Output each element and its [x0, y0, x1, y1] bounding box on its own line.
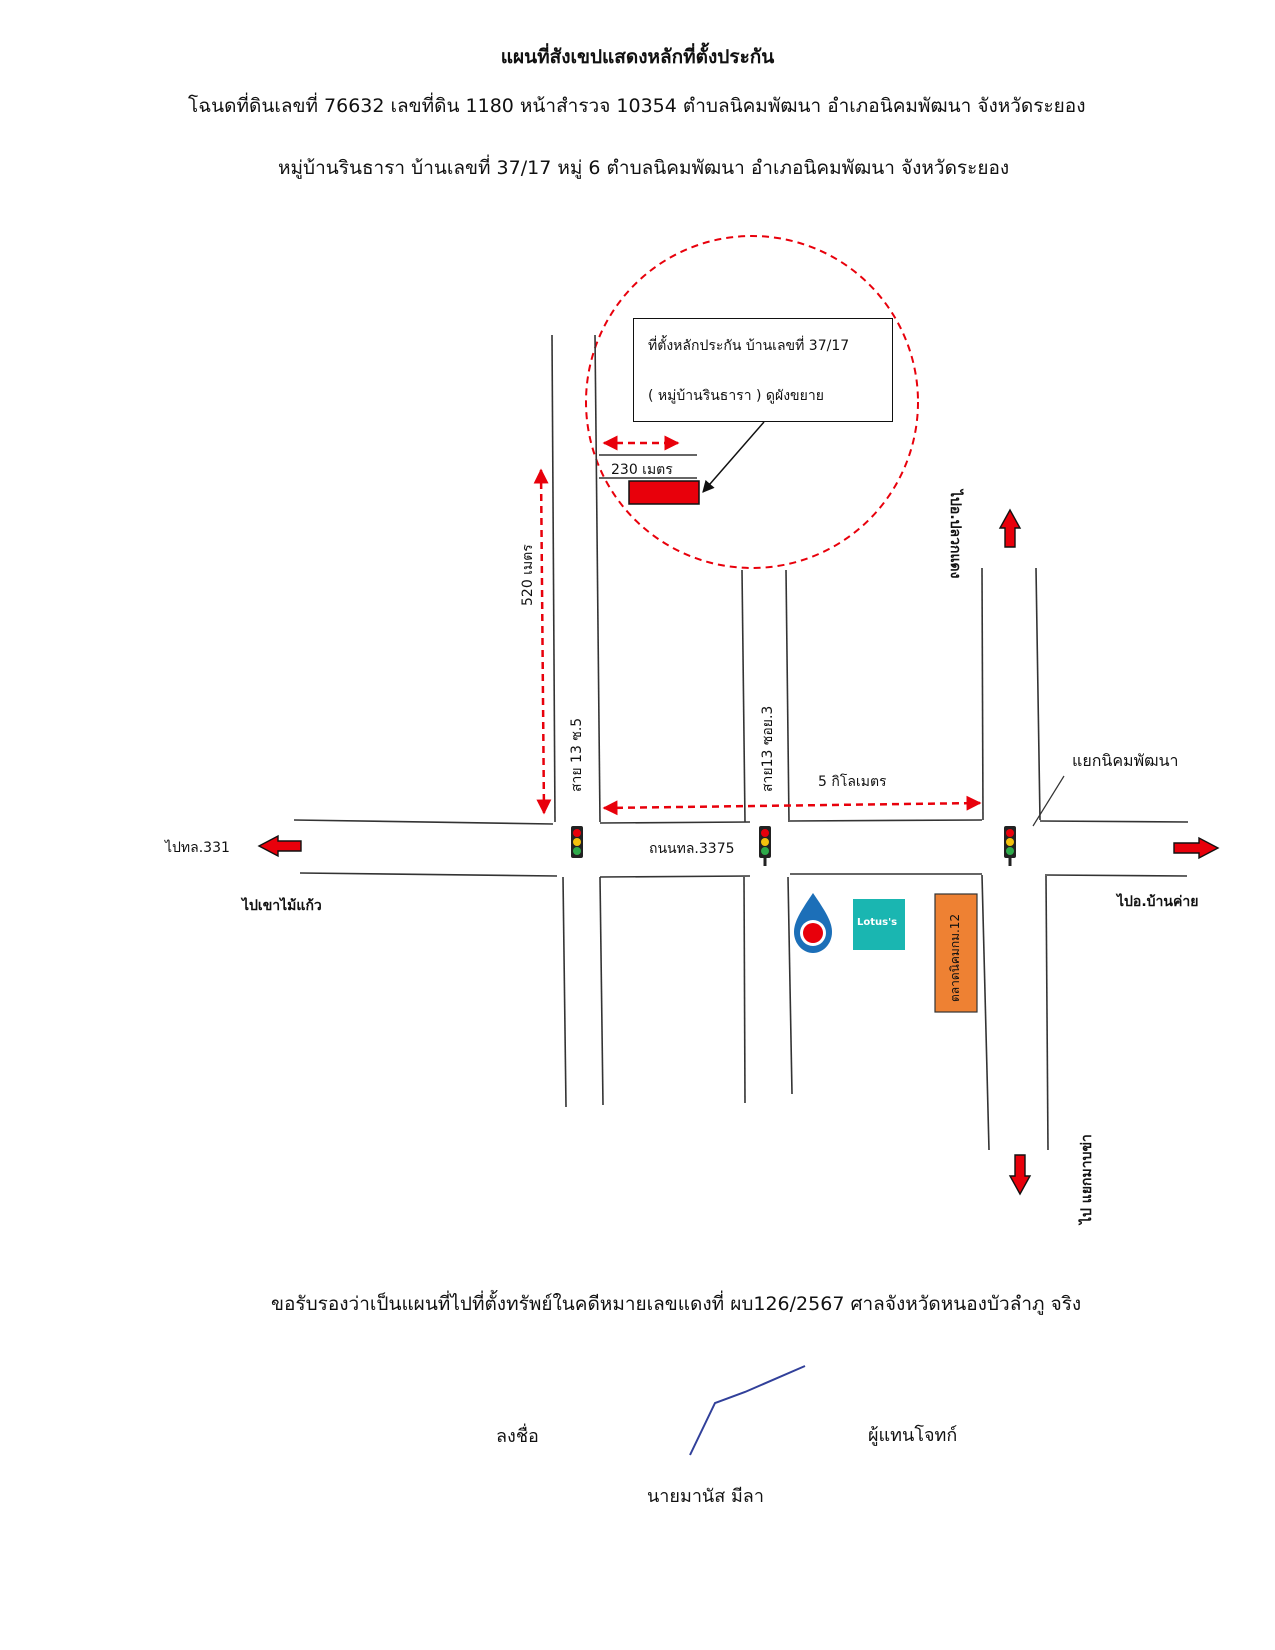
arrow-north-icon	[998, 508, 1022, 548]
junction-label: แยกนิคมพัฒนา	[1072, 751, 1179, 770]
direction-east-label: ไปอ.บ้านค่าย	[1117, 894, 1199, 910]
lotus-logo	[853, 899, 905, 950]
page-title: แผนที่สังเขปแสดงหลักที่ตั้งประกัน	[500, 46, 775, 68]
arrow-west-icon	[257, 834, 302, 858]
distance-520-label: 520 เมตร	[520, 544, 536, 606]
dist-5km-arrow	[602, 795, 982, 816]
address-info: หมู่บ้านรินธารา บ้านเลขที่ 37/17 หมู่ 6 …	[278, 157, 1010, 179]
road-label-main: ถนนทล.3375	[649, 841, 735, 857]
road-label-soi-a: สาย 13 ซ.5	[569, 717, 585, 792]
collateral-marker	[628, 480, 700, 505]
signature-scribble	[689, 1365, 806, 1456]
market-box	[934, 893, 978, 1013]
signer-name: นายมานัส มีลา	[647, 1486, 764, 1507]
arrow-east-icon	[1173, 836, 1220, 860]
lotus-logo-text: Lotus's	[857, 917, 898, 928]
traffic-light-icon	[1004, 826, 1016, 866]
focus-circle	[585, 235, 919, 569]
sign-label: ลงชื่อ	[496, 1426, 539, 1447]
market-label: ตลาดนิคมกม.12	[948, 913, 962, 1002]
callout-line2: ( หมู่บ้านรินธารา ) ดูผังขยาย	[648, 388, 824, 404]
deed-info: โฉนดที่ดินเลขที่ 76632 เลขที่ดิน 1180 หน…	[188, 95, 1086, 117]
traffic-light-icon	[571, 826, 583, 858]
signer-role: ผู้แทนโจทก์	[868, 1425, 958, 1446]
distance-230-label: 230 เมตร	[611, 462, 673, 478]
dist-520-arrow	[533, 468, 552, 815]
road-label-soi-b: สาย13 ซอย.3	[760, 705, 776, 792]
traffic-light-icon	[759, 826, 771, 866]
distance-5km-label: 5 กิโลเมตร	[818, 774, 887, 790]
road-lines	[293, 334, 1189, 1151]
direction-north-label: ไปอ.ปลวกแดง	[947, 490, 963, 579]
direction-south-label: ไป แยกมาบข่า	[1079, 1134, 1095, 1224]
junction-pointer	[1032, 775, 1065, 827]
collateral-callout: ที่ตั้งหลักประกัน บ้านเลขที่ 37/17 ( หมู…	[633, 318, 893, 422]
callout-line1: ที่ตั้งหลักประกัน บ้านเลขที่ 37/17	[648, 338, 850, 354]
direction-west-label: ไปทล.331	[165, 840, 230, 856]
ptt-station-icon	[794, 893, 832, 953]
callout-pointer	[702, 421, 765, 493]
arrow-south-icon	[1008, 1154, 1032, 1196]
certify-statement: ขอรับรองว่าเป็นแผนที่ไปที่ตั้งทรัพย์ในคด…	[271, 1293, 1082, 1315]
direction-southwest-label: ไปเขาไม้แก้ว	[242, 898, 322, 914]
